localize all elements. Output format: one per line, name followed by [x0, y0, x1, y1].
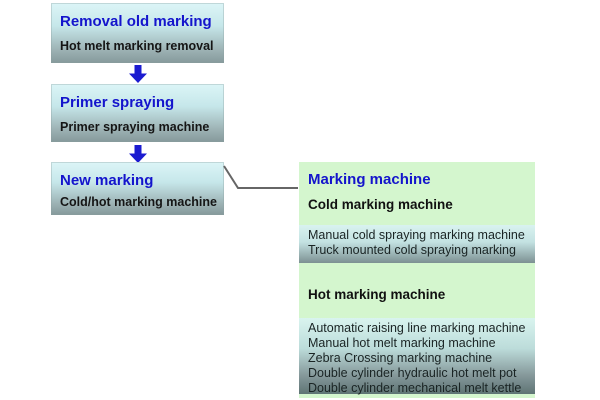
- flow-box-subtitle: Hot melt marking removal: [60, 39, 214, 53]
- list-item: Manual hot melt marking machine: [308, 336, 496, 350]
- list-item: Zebra Crossing marking machine: [308, 351, 493, 365]
- flow-box-title: Removal old marking: [60, 13, 212, 30]
- hot-marking-heading: Hot marking machine: [308, 287, 446, 302]
- flow-box-subtitle: Cold/hot marking machine: [60, 195, 217, 209]
- marking-machine-panel: Marking machine Cold marking machine Man…: [299, 162, 535, 398]
- flow-box-title: Primer spraying: [60, 94, 175, 111]
- panel-title: Marking machine: [308, 171, 431, 188]
- cold-marking-machine-list: Manual cold spraying marking machine Tru…: [299, 225, 535, 263]
- list-item: Automatic raising line marking machine: [308, 321, 526, 335]
- list-item: Truck mounted cold spraying marking: [308, 243, 516, 257]
- down-arrow-icon: [129, 65, 147, 83]
- list-item: Double cylinder hydraulic hot melt pot: [308, 366, 517, 380]
- list-item: Double cylinder mechanical melt kettle: [308, 381, 522, 395]
- down-arrow-icon: [129, 145, 147, 163]
- cold-marking-heading: Cold marking machine: [308, 197, 453, 212]
- hot-marking-machine-list: Automatic raising line marking machine M…: [299, 318, 535, 395]
- flow-box-subtitle: Primer spraying machine: [60, 120, 210, 134]
- flow-box-primer-spraying: Primer spraying Primer spraying machine: [51, 84, 224, 142]
- flow-box-removal-old-marking: Removal old marking Hot melt marking rem…: [51, 3, 224, 63]
- flow-box-new-marking: New marking Cold/hot marking machine: [51, 162, 224, 215]
- flow-box-title: New marking: [60, 172, 154, 189]
- list-item: Manual cold spraying marking machine: [308, 228, 525, 242]
